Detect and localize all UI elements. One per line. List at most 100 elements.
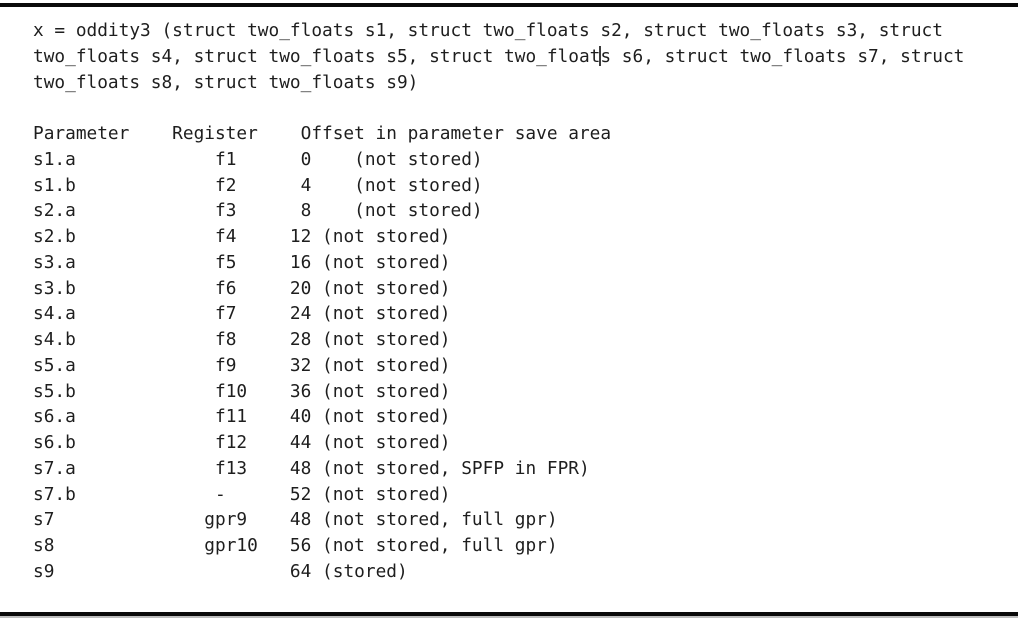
column-header-offset: Offset in parameter save area xyxy=(300,123,612,144)
storage-note: (not stored) xyxy=(311,329,451,350)
storage-note: (not stored) xyxy=(311,174,483,196)
storage-note: (not stored) xyxy=(311,148,483,170)
register-cell: gpr10 xyxy=(204,535,258,556)
table-row: s3.a f5 16 (not stored) xyxy=(33,250,964,276)
register-cell: f4 xyxy=(204,226,237,247)
offset-cell: 24 xyxy=(289,303,312,325)
top-divider xyxy=(0,3,1018,7)
offset-cell: 20 xyxy=(289,277,312,299)
column-header-parameter: Parameter xyxy=(33,123,130,144)
bottom-divider xyxy=(0,612,1018,616)
storage-note: (not stored) xyxy=(311,406,451,428)
storage-note: (not stored) xyxy=(311,380,451,402)
parameter-cell: s5.a xyxy=(33,354,76,376)
code-listing[interactable]: x = oddity3 (struct two_floats s1, struc… xyxy=(33,18,964,585)
parameter-cell: s4.a xyxy=(33,303,76,325)
table-header-row: Parameter Register Offset in parameter sav… xyxy=(33,121,964,147)
register-cell: f5 xyxy=(204,251,237,273)
register-cell: gpr9 xyxy=(204,509,248,531)
table-row: s4.b f8 28 (not stored) xyxy=(33,327,964,353)
register-cell: f3 xyxy=(204,200,237,222)
table-row: s6.a f11 40 (not stored) xyxy=(33,404,964,430)
register-cell: f9 xyxy=(204,354,237,376)
offset-cell: 16 xyxy=(289,251,312,273)
parameter-cell: s3.b xyxy=(33,277,76,299)
function-signature-line-2: two_floats s4, struct two_floats s5, str… xyxy=(33,44,964,70)
parameter-cell: s3.a xyxy=(33,251,76,273)
table-row: s1.a f1 0 (not stored) xyxy=(33,147,964,173)
register-cell: f7 xyxy=(204,303,237,325)
table-row: s2.a f3 8 (not stored) xyxy=(33,198,964,224)
register-cell: f13 xyxy=(204,457,248,479)
parameter-cell: s7.b xyxy=(33,483,76,505)
storage-note: (not stored, SPFP in FPR) xyxy=(311,457,590,479)
offset-cell: 44 xyxy=(289,432,312,453)
storage-note: (not stored) xyxy=(311,303,451,325)
table-row: s5.b f10 36 (not stored) xyxy=(33,379,964,405)
storage-note: (not stored) xyxy=(311,200,483,222)
parameter-cell: s8 xyxy=(33,535,55,556)
register-cell: f12 xyxy=(204,432,248,453)
function-signature-line-1: x = oddity3 (struct two_floats s1, struc… xyxy=(33,18,964,44)
storage-note: (not stored) xyxy=(311,251,451,273)
table-row: s3.b f6 20 (not stored) xyxy=(33,276,964,302)
offset-cell: 8 xyxy=(289,200,312,222)
offset-cell: 0 xyxy=(289,148,312,170)
offset-cell: 64 xyxy=(289,560,312,582)
table-row: s7.b - 52 (not stored) xyxy=(33,482,964,508)
register-cell: - xyxy=(204,483,226,505)
signature-text: two_floats s8, struct two_floats s9) xyxy=(33,71,419,93)
storage-note: (not stored, full gpr) xyxy=(311,535,558,556)
offset-cell: 28 xyxy=(289,329,312,350)
table-row: s1.b f2 4 (not stored) xyxy=(33,173,964,199)
parameter-cell: s9 xyxy=(33,560,55,582)
offset-cell: 48 xyxy=(289,509,312,531)
offset-cell: 40 xyxy=(289,406,312,428)
storage-note: (not stored) xyxy=(311,226,451,247)
offset-cell: 48 xyxy=(289,457,312,479)
parameter-cell: s1.b xyxy=(33,174,76,196)
signature-text: s s6, struct two_floats s7, struct xyxy=(600,45,965,67)
parameter-cell: s2.a xyxy=(33,200,76,222)
text-cursor xyxy=(599,45,602,66)
table-row: s9 64 (stored) xyxy=(33,559,964,585)
table-row: s7 gpr9 48 (not stored, full gpr) xyxy=(33,507,964,533)
parameter-cell: s6.b xyxy=(33,432,76,453)
table-row: s6.b f12 44 (not stored) xyxy=(33,430,964,456)
signature-text: x = oddity3 (struct two_floats s1, struc… xyxy=(33,20,943,41)
register-cell: f6 xyxy=(204,277,237,299)
offset-cell: 36 xyxy=(289,380,312,402)
storage-note: (not stored) xyxy=(311,483,451,505)
function-signature-line-3: two_floats s8, struct two_floats s9) xyxy=(33,70,964,96)
register-cell: f1 xyxy=(204,148,237,170)
offset-cell: 4 xyxy=(289,174,312,196)
parameter-cell: s5.b xyxy=(33,380,76,402)
parameter-cell: s7.a xyxy=(33,457,76,479)
storage-note: (stored) xyxy=(311,560,408,582)
register-cell: f10 xyxy=(204,380,248,402)
storage-note: (not stored) xyxy=(311,277,451,299)
register-cell: f11 xyxy=(204,406,248,428)
table-row: s4.a f7 24 (not stored) xyxy=(33,301,964,327)
parameter-table: s1.a f1 0 (not stored)s1.b f2 4 (not sto… xyxy=(33,147,964,585)
parameter-cell: s4.b xyxy=(33,329,76,350)
storage-note: (not stored) xyxy=(311,432,451,453)
column-header-register: Register xyxy=(172,123,258,144)
table-row: s8 gpr10 56 (not stored, full gpr) xyxy=(33,533,964,559)
signature-text: two_floats s4, struct two_floats s5, str… xyxy=(33,45,601,67)
register-cell: f2 xyxy=(204,174,237,196)
offset-cell: 32 xyxy=(289,354,312,376)
offset-cell: 56 xyxy=(289,535,312,556)
storage-note: (not stored, full gpr) xyxy=(311,509,558,531)
table-row: s5.a f9 32 (not stored) xyxy=(33,353,964,379)
offset-cell: 52 xyxy=(289,483,312,505)
parameter-cell: s6.a xyxy=(33,406,76,428)
parameter-cell: s1.a xyxy=(33,148,76,170)
storage-note: (not stored) xyxy=(311,354,451,376)
register-cell: f8 xyxy=(204,329,237,350)
parameter-cell: s2.b xyxy=(33,226,76,247)
table-row: s7.a f13 48 (not stored, SPFP in FPR) xyxy=(33,456,964,482)
parameter-cell: s7 xyxy=(33,509,55,531)
